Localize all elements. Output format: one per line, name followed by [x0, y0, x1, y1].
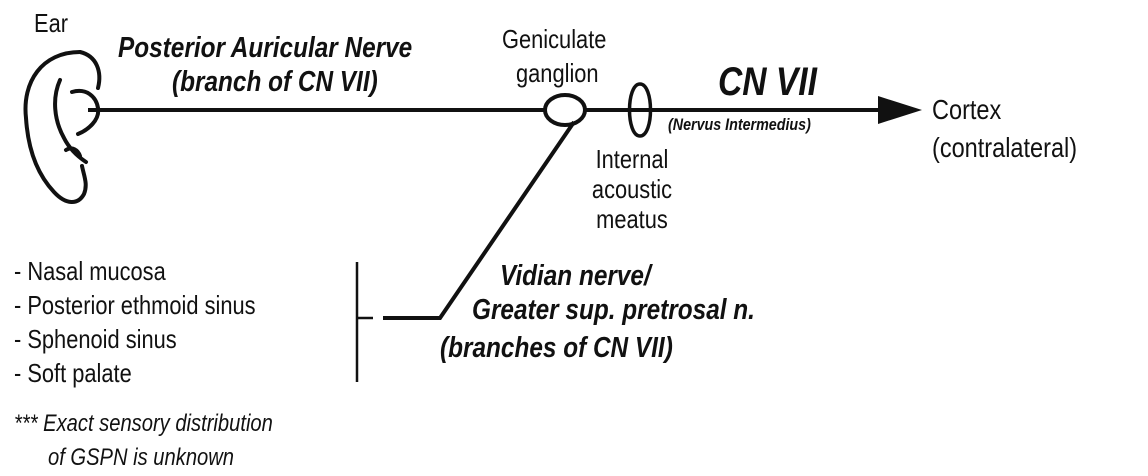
- iam-label-line2: acoustic: [591, 174, 673, 204]
- footnote-line2: of GSPN is unknown: [48, 444, 235, 471]
- ear-icon: [23, 50, 102, 204]
- nervus-intermedius-label: (Nervus Intermedius): [668, 115, 811, 134]
- contralateral-label: (contralateral): [932, 132, 1078, 163]
- posterior-auricular-branch-label: (branch of CN VII): [172, 66, 378, 98]
- sensory-list-item: - Nasal mucosa: [14, 256, 166, 286]
- cortex-label: Cortex: [932, 94, 1002, 125]
- internal-acoustic-meatus-ring: [627, 82, 653, 138]
- geniculate-ganglion-ellipse: [543, 93, 587, 127]
- cn7-label: CN VII: [718, 60, 817, 104]
- sensory-list-item: - Soft palate: [14, 358, 132, 388]
- geniculate-label-line2: ganglion: [516, 58, 599, 88]
- vidian-branch-line: [383, 120, 576, 320]
- ear-label: Ear: [34, 8, 68, 38]
- geniculate-label-line1: Geniculate: [502, 24, 607, 54]
- vidian-label-line1: Vidian nerve/: [500, 260, 651, 292]
- vidian-label-line3: (branches of CN VII): [440, 332, 673, 364]
- iam-label-line3: meatus: [596, 204, 668, 234]
- arrowhead-icon: [878, 96, 922, 124]
- posterior-auricular-nerve-label: Posterior Auricular Nerve: [118, 32, 413, 64]
- sensory-list-item: - Posterior ethmoid sinus: [14, 290, 256, 320]
- vidian-label-line2: Greater sup. pretrosal n.: [472, 294, 755, 326]
- sensory-list-item: - Sphenoid sinus: [14, 324, 177, 354]
- iam-label-line1: Internal: [595, 144, 669, 174]
- footnote-line1: *** Exact sensory distribution: [14, 410, 273, 437]
